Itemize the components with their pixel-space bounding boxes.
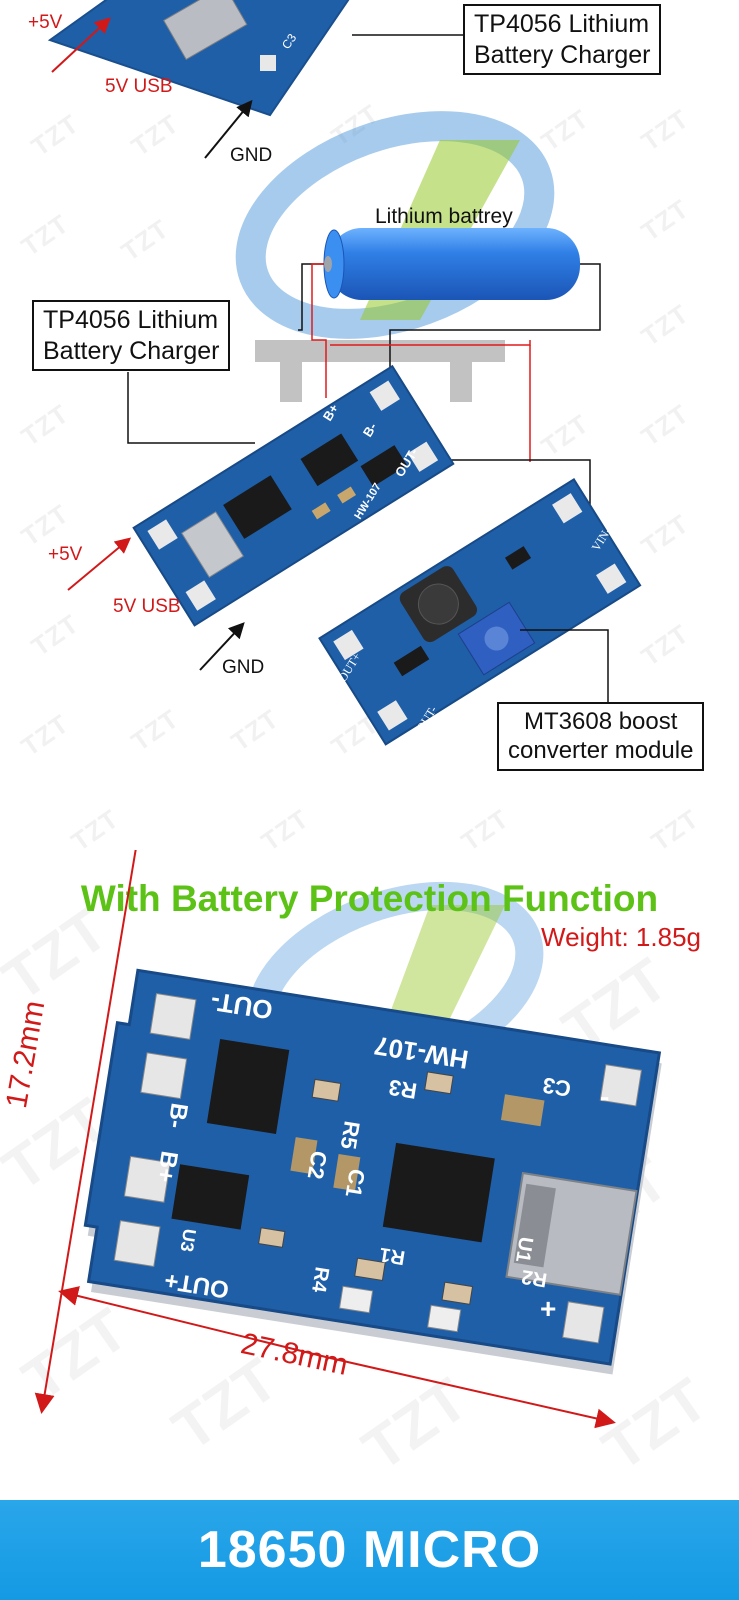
silk-vin-plus: VIN+ — [496, 475, 523, 506]
title-banner: 18650 MICRO — [0, 1500, 739, 1600]
dimension-arrows — [34, 850, 616, 1429]
silk-r2: R2 — [520, 1265, 549, 1291]
silk-b-plus: B+ — [151, 1149, 183, 1184]
silk-b-minus: B- — [360, 420, 380, 440]
battery-label: Lithium battrey — [375, 205, 513, 228]
boost-label-line2: converter module — [508, 737, 694, 765]
silk-u3: U3 — [176, 1227, 199, 1253]
partial-gnd-label: GND — [230, 145, 273, 166]
partial-charger-board: C3 — [47, 0, 465, 117]
voltage-label: +5V — [48, 544, 83, 565]
silk-plus: + — [540, 1293, 556, 1324]
silk-c1: C1 — [341, 1167, 370, 1199]
banner-title: 18650 MICRO — [197, 1521, 542, 1579]
silk-c3: C3 — [541, 1073, 573, 1102]
charger-arrows — [67, 537, 245, 671]
charger-leader-line — [127, 372, 255, 444]
partial-charger-label-line1: TP4056 Lithium — [474, 10, 650, 38]
charger-label: TP4056 Lithium Battery Charger — [32, 300, 231, 371]
gnd-label: GND — [222, 657, 265, 678]
silk-r3: R3 — [387, 1075, 419, 1104]
lithium-battery — [298, 228, 601, 530]
weight-label: Weight: 1.85g — [541, 922, 701, 952]
silk-u1: U1 — [511, 1235, 537, 1264]
boost-module: VIN+ VIN- VOUT+ VOUT- — [318, 475, 642, 746]
product-board: OUT- HW-107 B- B+ OUT+ C3 R3 R5 C1 C2 R1… — [83, 968, 662, 1375]
wiring-diagram-section: TZT TZT TZT TZT TZT TZT TZT TZT TZT TZT … — [15, 0, 705, 850]
partial-voltage-label: +5V — [28, 12, 63, 33]
silk-r5: R5 — [336, 1119, 365, 1151]
charger-label-line1: TP4056 Lithium — [43, 306, 219, 334]
silk-b-minus: B- — [162, 1101, 193, 1130]
partial-usb-label: 5V USB — [105, 76, 173, 97]
boost-label-line1: MT3608 boost — [524, 708, 678, 735]
charger-label-line2: Battery Charger — [43, 336, 220, 365]
usb-label: 5V USB — [113, 596, 181, 617]
partial-arrows — [51, 17, 253, 159]
silk-r4: R4 — [307, 1265, 333, 1295]
partial-charger-label: TP4056 Lithium Battery Charger — [463, 4, 662, 75]
silk-r1: R1 — [378, 1243, 407, 1269]
partial-charger-label-line2: Battery Charger — [474, 40, 651, 69]
silk-minus: - — [600, 1081, 609, 1112]
headline: With Battery Protection Function — [80, 878, 659, 919]
product-photo-section: TZT TZT TZT TZT TZT TZT TZT TZT With Bat… — [0, 850, 739, 1500]
silk-c2: C2 — [303, 1149, 332, 1181]
charger-board: OUT+ B+ B- OUT- HW-107 — [132, 364, 455, 627]
boost-label: MT3608 boost converter module — [497, 702, 705, 771]
